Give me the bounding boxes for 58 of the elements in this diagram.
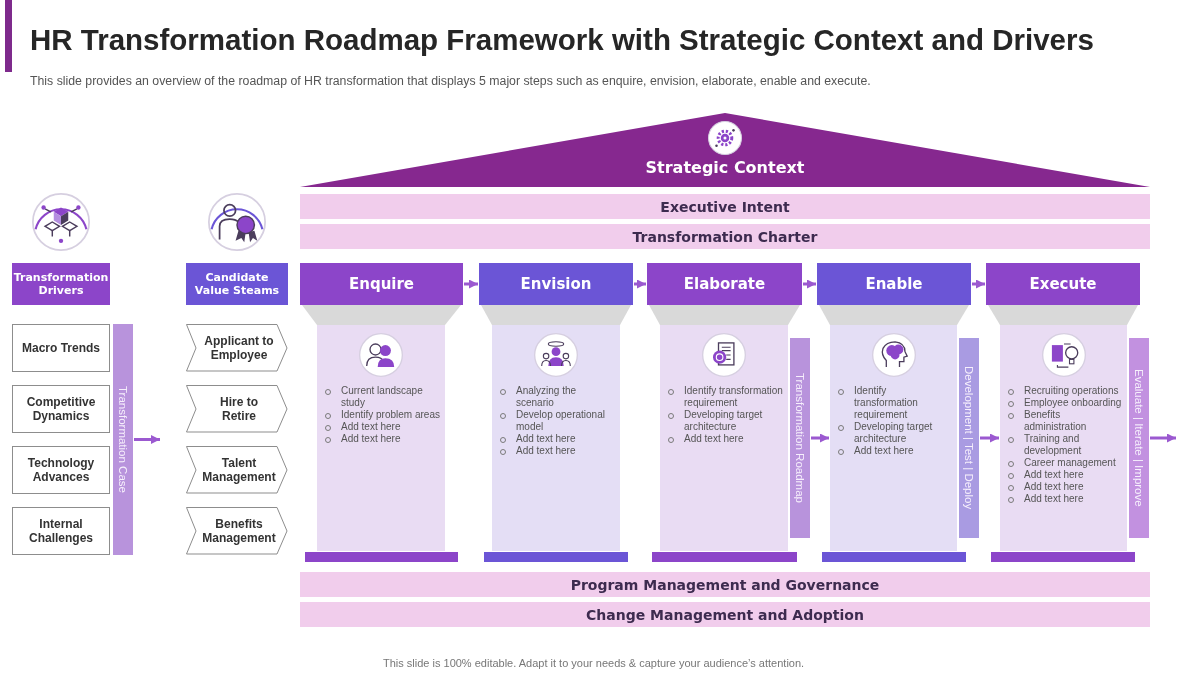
bullet-text: Employee onboarding <box>1024 397 1122 409</box>
driver-card: Competitive Dynamics <box>12 385 110 433</box>
value-stream-card: Hire to Retire <box>186 385 288 433</box>
arrow <box>972 279 985 289</box>
bullet-text: Add text here <box>1024 481 1084 493</box>
value-stream-card: Benefits Management <box>186 507 288 555</box>
subtitle: This slide provides an overview of the roadmap of HR transformation that displays 5 major steps such as enquire, envision, elaborate, enable and execute. <box>30 74 871 88</box>
bullet-text: Add text here <box>341 433 401 445</box>
roof-title: Strategic Context <box>645 158 805 178</box>
driver-card: Macro Trends <box>12 324 110 372</box>
driver-card: Internal Challenges <box>12 507 110 555</box>
context-band: Program Management and Governance <box>300 572 1150 597</box>
bullet-text: Add text here <box>1024 469 1084 481</box>
bullet-text: Analyzing the scenario <box>516 385 578 409</box>
context-band: Transformation Charter <box>300 224 1150 249</box>
bullet-text: Training and development <box>1024 433 1083 457</box>
bullet-text: Recruiting operations <box>1024 385 1119 397</box>
slide-title: HR Transformation Roadmap Framework with Strategic Context and Drivers <box>30 23 1094 57</box>
vertical-banner: Transformation Roadmap <box>790 338 810 538</box>
bullet-text: Benefits administration <box>1024 409 1088 433</box>
bullet-text: Add text here <box>341 421 401 433</box>
vertical-banner: Development | Test | Deploy <box>959 338 979 538</box>
roof-banner <box>300 113 1150 187</box>
context-band: Change Management and Adoption <box>300 602 1150 627</box>
pillar-column <box>660 325 788 551</box>
arrow <box>464 279 478 289</box>
value-stream-card: Talent Management <box>186 446 288 494</box>
column-header: Transformation Drivers <box>12 263 110 305</box>
arrow <box>803 279 816 289</box>
vertical-banner: Transformation Case <box>113 324 133 555</box>
bullet-text: Add text here <box>1024 493 1084 505</box>
pillar-column <box>492 325 620 551</box>
driver-card: Technology Advances <box>12 446 110 494</box>
bullet-text: Add text here <box>684 433 744 445</box>
bullet-text: Add text here <box>854 445 914 457</box>
arrow <box>980 433 999 443</box>
bullet-text: Identify transformation requirement <box>684 385 783 409</box>
arrow <box>811 433 829 443</box>
bullet-text: Add text here <box>516 433 576 445</box>
bullet-text: Identify problem areas <box>341 409 440 421</box>
pillar-column <box>830 325 957 551</box>
bullet-text: Developing target architecture <box>684 409 764 433</box>
bullet-text: Career management <box>1024 457 1116 469</box>
pillar-column <box>317 325 445 551</box>
bullet-text: Identify transformation requirement <box>854 385 919 421</box>
value-stream-card: Applicant to Employee <box>186 324 288 372</box>
footer-note: This slide is 100% editable. Adapt it to your needs & capture your audience’s attention. <box>383 657 805 669</box>
arrow <box>134 435 160 444</box>
vertical-banner: Evaluate | Iterate | Improve <box>1129 338 1149 538</box>
column-header: Candidate Value Steams <box>186 263 288 305</box>
arrow <box>634 279 646 289</box>
bullet-text: Developing target architecture <box>854 421 934 445</box>
pillar-column <box>1000 325 1127 551</box>
arrow <box>1150 433 1176 443</box>
bullet-text: Current landscape study <box>341 385 424 409</box>
context-band: Executive Intent <box>300 194 1150 219</box>
bullet-text: Add text here <box>516 445 576 457</box>
bullet-text: Develop operational model <box>516 409 606 433</box>
